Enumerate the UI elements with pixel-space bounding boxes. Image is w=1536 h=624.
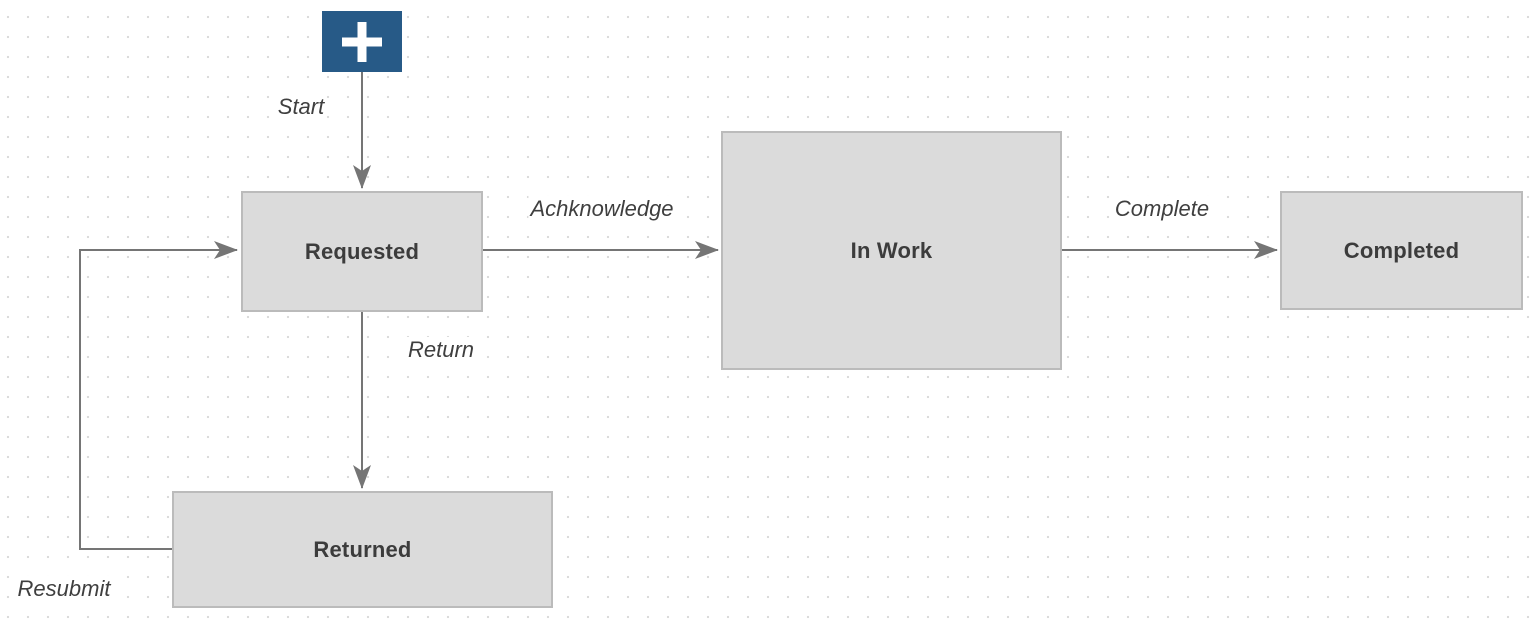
state-label-requested: Requested [304,238,420,264]
edge-label-start[interactable]: Start [275,94,327,120]
state-node-returned[interactable]: Returned [172,491,553,608]
state-node-completed[interactable]: Completed [1280,191,1523,310]
resubmit-edge-line[interactable] [79,241,238,550]
state-label-returned: Returned [313,536,412,562]
state-node-in-work[interactable]: In Work [721,131,1062,370]
state-label-completed: Completed [1343,237,1460,263]
edge-label-return[interactable]: Return [405,337,477,363]
state-node-requested[interactable]: Requested [241,191,483,312]
edge-label-acknowledge[interactable]: Achknowledge [528,196,676,222]
edge-label-complete[interactable]: Complete [1112,196,1212,222]
plus-icon-vertical-bar [357,21,367,62]
plus-icon[interactable] [322,11,402,72]
edge-label-resubmit[interactable]: Resubmit [15,576,113,602]
state-label-in-work: In Work [850,237,933,263]
